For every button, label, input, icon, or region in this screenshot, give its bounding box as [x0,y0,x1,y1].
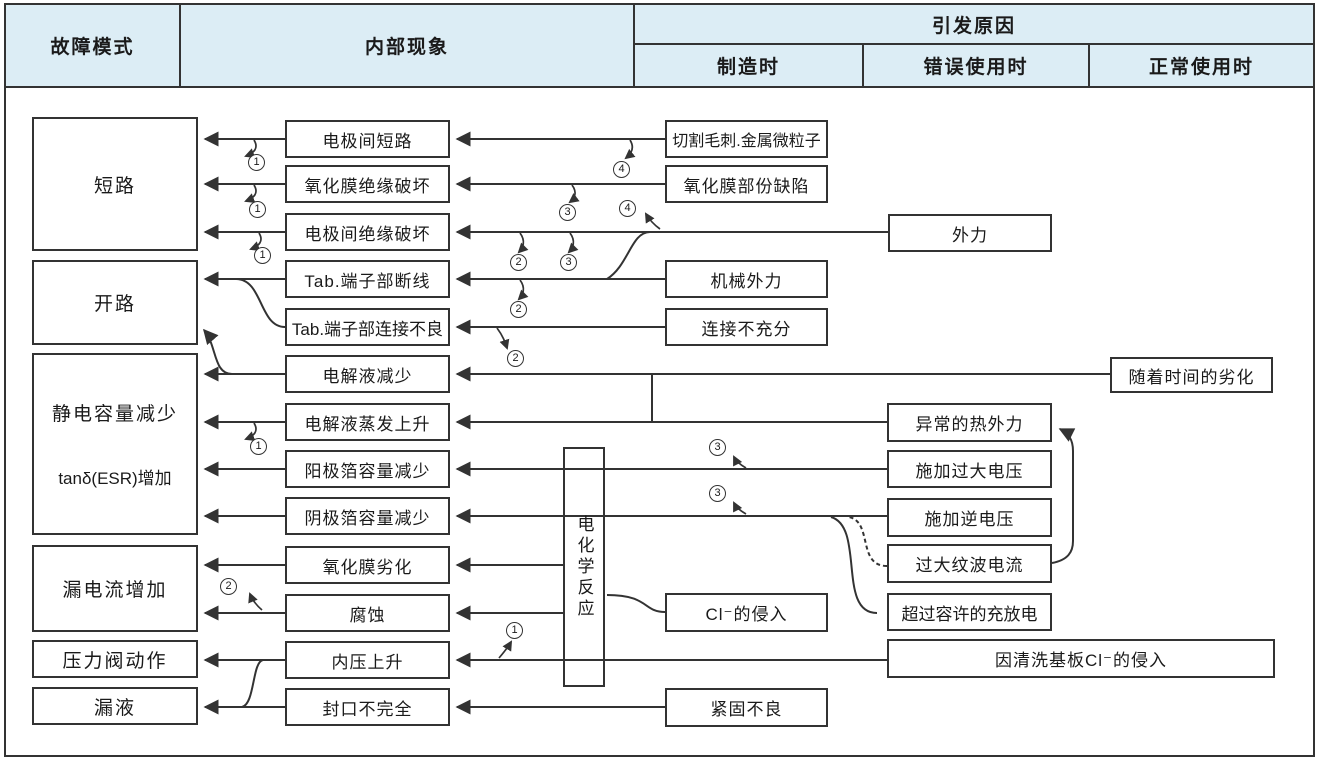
node-tab-terminal-poor-connection: Tab.端子部连接不良 [285,308,450,346]
circled-number-2: 2 [510,254,527,271]
node-excessive-voltage: 施加过大电压 [887,450,1052,488]
node-electrochemical-reaction: 电化学反应 [563,447,605,687]
circled-number-2: 2 [220,578,237,595]
node-excessive-ripple-current: 过大纹波电流 [887,544,1052,583]
node-oxide-film-partial-defect: 氧化膜部份缺陷 [665,165,828,203]
circled-number-4: 4 [613,161,630,178]
node-cathode-foil-capacity-down: 阴极箔容量减少 [285,497,450,535]
node-aging-over-time: 随着时间的劣化 [1110,357,1273,393]
node-internal-pressure-up: 内压上升 [285,641,450,679]
node-capacitance-decrease: 静电容量减少 tanδ(ESR)增加 [32,353,198,535]
node-electrode-short: 电极间短路 [285,120,450,158]
node-short-circuit: 短路 [32,117,198,251]
node-cutting-burr-metal-particles: 切割毛刺.金属微粒子 [665,120,828,158]
node-over-allowed-charge-discharge: 超过容许的充放电 [887,593,1052,631]
circled-number-1: 1 [250,438,267,455]
node-open-circuit: 开路 [32,260,198,345]
circled-number-3: 3 [709,485,726,502]
circled-number-3: 3 [560,254,577,271]
circled-number-3: 3 [709,439,726,456]
circled-number-1: 1 [249,201,266,218]
node-reverse-voltage: 施加逆电压 [887,498,1052,537]
node-pressure-valve-action: 压力阀动作 [32,640,198,678]
circled-number-2: 2 [507,350,524,367]
node-tab-terminal-break: Tab.端子部断线 [285,260,450,298]
node-electrolyte-decrease: 电解液减少 [285,355,450,393]
circled-number-3: 3 [559,204,576,221]
header-cell-fault-mode: 故障模式 [4,3,181,88]
node-anode-foil-capacity-down: 阳极箔容量减少 [285,450,450,488]
node-electrolyte-evaporation: 电解液蒸发上升 [285,403,450,441]
node-oxide-film-degradation: 氧化膜劣化 [285,546,450,584]
circled-number-1: 1 [248,154,265,171]
node-leakage-current-increase: 漏电流增加 [32,545,198,632]
node-mechanical-force: 机械外力 [665,260,828,298]
header-cell-normal-use: 正常使用时 [1088,43,1315,88]
header-cell-cause: 引发原因 [633,3,1315,45]
node-external-force: 外力 [888,214,1052,252]
capacitance-line1: 静电容量减少 [51,404,178,425]
circled-number-1: 1 [506,622,523,639]
node-incomplete-sealing: 封口不完全 [285,688,450,726]
node-oxide-insulation-break: 氧化膜绝缘破坏 [285,165,450,203]
node-cl-ingress: Cl⁻的侵入 [665,593,828,632]
node-liquid-leak: 漏液 [32,687,198,725]
circled-number-4: 4 [619,200,636,217]
circled-number-2: 2 [510,301,527,318]
node-board-cleaning-cl-ingress: 因清洗基板Cl⁻的侵入 [887,639,1275,678]
node-corrosion: 腐蚀 [285,594,450,632]
node-poor-tightening: 紧固不良 [665,688,828,727]
node-abnormal-heat: 异常的热外力 [887,403,1052,442]
circled-number-1: 1 [254,247,271,264]
capacitance-line2: tanδ(ESR)增加 [58,469,172,488]
node-electrode-insulation-break: 电极间绝缘破坏 [285,213,450,251]
header-cell-misuse: 错误使用时 [862,43,1090,88]
node-insufficient-connection: 连接不充分 [665,308,828,346]
